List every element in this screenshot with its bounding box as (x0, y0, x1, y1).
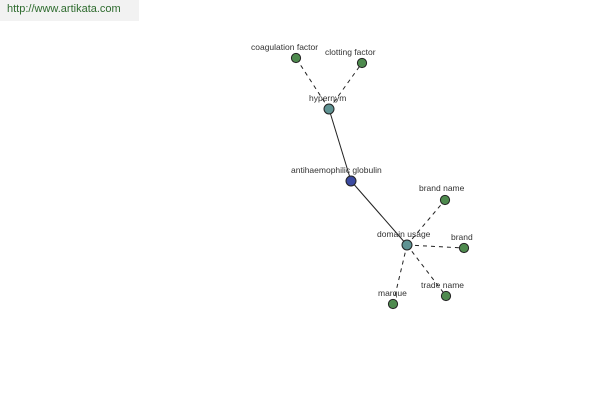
edge-center-to-domain-usage (350, 180, 408, 246)
node-label-marque[interactable]: marque (378, 288, 407, 298)
node-domain-usage[interactable] (401, 239, 413, 251)
graph-labels: antihaemophilic globulin hypernym domain u… (251, 42, 473, 298)
edge-center-to-hypernym (328, 108, 352, 182)
edge-hypernym-to-clotting-factor (328, 62, 363, 110)
edge-domain-usage-to-trade-name (406, 244, 447, 297)
node-clotting-factor[interactable] (356, 57, 368, 69)
node-label-trade-name[interactable]: trade name (421, 280, 464, 290)
graph-nodes (290, 52, 470, 310)
edge-domain-usage-to-brand (406, 244, 465, 249)
node-trade-name[interactable] (440, 290, 452, 302)
node-brand-name[interactable] (439, 194, 451, 206)
source-link[interactable]: http://www.artikata.com (0, 0, 139, 21)
node-brand[interactable] (458, 242, 470, 254)
edge-domain-usage-to-marque (392, 244, 408, 305)
graph-edges (295, 57, 465, 305)
edge-domain-usage-to-brand-name (406, 199, 446, 246)
node-label-center[interactable]: antihaemophilic globulin (291, 165, 382, 175)
node-marque[interactable] (387, 298, 399, 310)
node-label-brand-name[interactable]: brand name (419, 183, 465, 193)
edge-hypernym-to-coagulation-factor (295, 57, 330, 110)
node-coagulation-factor[interactable] (290, 52, 302, 64)
node-label-brand[interactable]: brand (451, 232, 473, 242)
node-label-coagulation-factor[interactable]: coagulation factor (251, 42, 318, 52)
node-hypernym[interactable] (323, 103, 335, 115)
node-label-domain-usage[interactable]: domain usage (377, 229, 431, 239)
node-center[interactable] (345, 175, 357, 187)
node-label-clotting-factor[interactable]: clotting factor (325, 47, 376, 57)
node-label-hypernym[interactable]: hypernym (309, 93, 346, 103)
